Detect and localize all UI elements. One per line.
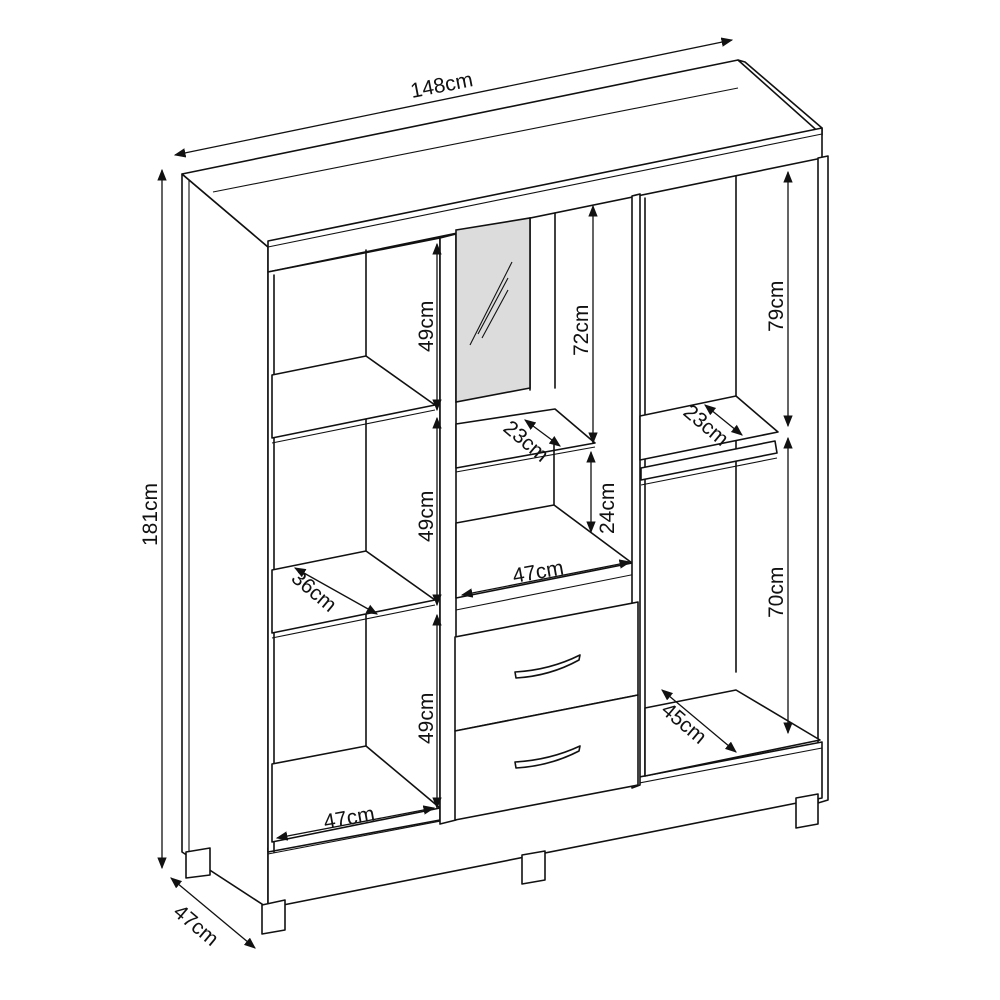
label-left-bottom-height: 49cm — [415, 693, 438, 744]
drawer-bottom-handle — [514, 745, 581, 769]
legs — [185, 793, 819, 935]
label-right-hanging-height: 70cm — [765, 567, 788, 618]
label-overall-width: 148cm — [409, 68, 475, 103]
label-center-niche-height: 24cm — [596, 483, 619, 534]
label-left-middle-height: 49cm — [415, 491, 438, 542]
dimension-lines — [157, 37, 793, 949]
right-compartment — [639, 175, 821, 777]
label-center-upper-height: 72cm — [570, 305, 593, 356]
label-left-top-height: 49cm — [415, 301, 438, 352]
mirror-panel — [455, 217, 531, 403]
hanging-rail — [640, 440, 778, 481]
label-overall-depth: 47cm — [169, 900, 223, 951]
label-right-upper-height: 79cm — [765, 281, 788, 332]
label-overall-height: 181cm — [139, 483, 162, 546]
drawer-top-handle — [514, 654, 581, 679]
